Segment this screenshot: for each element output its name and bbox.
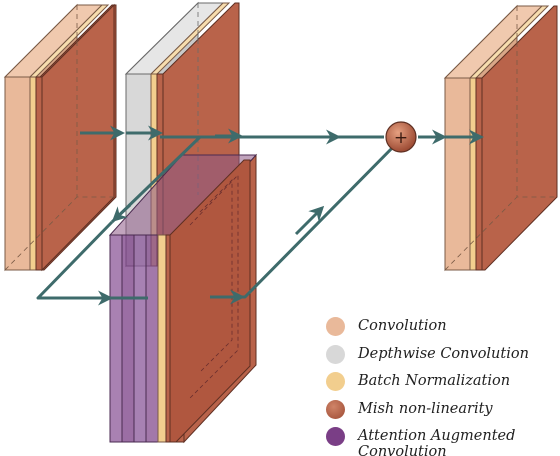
output-conv-slab-front (444, 77, 471, 271)
input-mish-slab-front (35, 76, 43, 271)
convolution-swatch-icon (326, 317, 345, 336)
legend: Convolution Depthwise Convolution Batch … (326, 315, 558, 456)
arrow-down-head (111, 203, 132, 223)
depthwise-swatch-icon (326, 344, 345, 364)
flow-arrows (36, 125, 484, 306)
add-node-circle (385, 121, 417, 153)
legend-item-convolution: Convolution (326, 315, 558, 343)
add-node: + (385, 121, 417, 153)
attention-slab-1 (109, 234, 123, 443)
input-block (3, 3, 117, 272)
output-mish-slab-face (481, 5, 558, 271)
output-mish-slab-front (475, 77, 483, 271)
attention-block (108, 153, 258, 444)
arrow-attention-out-head-2 (294, 205, 325, 236)
legend-item-mish: Mish non-linearity (326, 398, 558, 426)
batch-norm-swatch-icon (326, 372, 345, 391)
attention-slab-4 (145, 234, 159, 443)
input-conv-slab-front (4, 76, 31, 271)
legend-label-depthwise: Depthwise Convolution (358, 345, 529, 362)
legend-item-attention: Attention Augmented Convolution (326, 425, 558, 456)
attention-swatch-icon (326, 427, 345, 446)
attention-mish-face (169, 159, 251, 443)
legend-item-depthwise: Depthwise Convolution (326, 343, 558, 371)
output-bn-slab-top (468, 5, 550, 79)
legend-label-attention: Attention Augmented Convolution (358, 428, 516, 456)
attention-slab-2 (121, 234, 135, 443)
legend-item-batch-norm: Batch Normalization (326, 370, 558, 398)
attention-inner-outline-1 (189, 174, 239, 399)
attention-slab-3 (133, 234, 147, 443)
mish-swatch-icon (326, 399, 345, 419)
attention-bn-slab (157, 234, 167, 443)
add-node-symbol: + (394, 128, 408, 148)
legend-label-convolution: Convolution (358, 318, 447, 334)
depthwise-bn-slab-top (149, 2, 231, 75)
legend-label-mish: Mish non-linearity (358, 400, 493, 417)
legend-label-batch-norm: Batch Normalization (358, 373, 511, 389)
attention-inner-outline-2 (199, 179, 233, 373)
input-bn-slab-top (28, 4, 110, 78)
